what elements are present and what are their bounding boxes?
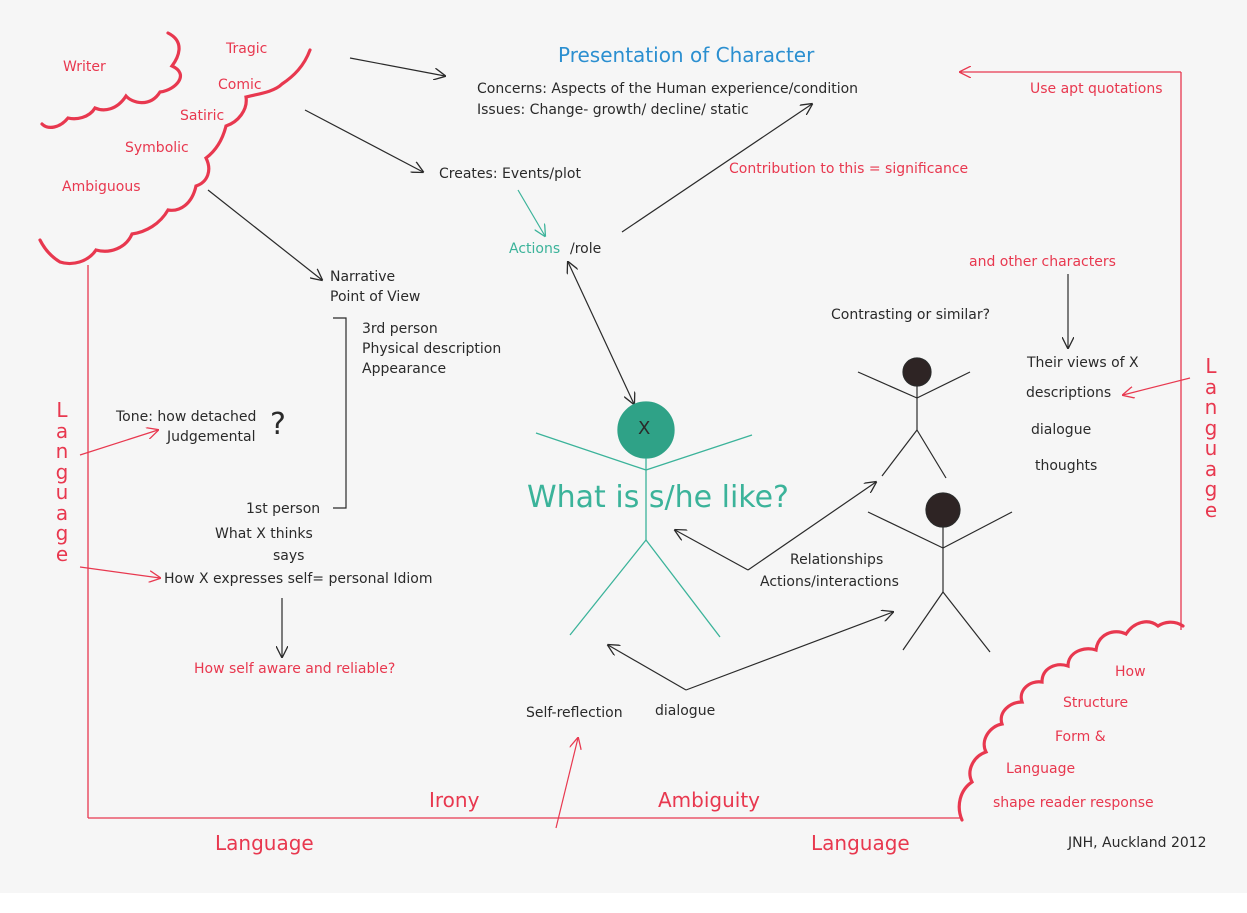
what-x-thinks-label: What X thinks	[215, 526, 313, 542]
arrow-relationships-to-x	[675, 530, 749, 571]
mode-ambiguous: Ambiguous	[62, 179, 141, 195]
first-person-label: 1st person	[246, 501, 321, 517]
arrow-relationships-to-figure-one	[747, 482, 876, 571]
mode-tragic: Tragic	[226, 41, 268, 57]
diagram-title: Presentation of Character	[558, 43, 815, 67]
x-character-label: X	[638, 418, 651, 439]
arrow-role-to-concerns	[621, 104, 812, 233]
actions-interactions-label: Actions/interactions	[760, 574, 899, 590]
tone-label: Tone: how detached	[116, 409, 257, 425]
arrow-dialogue-to-figure-two	[685, 612, 893, 691]
structure-label: Structure	[1063, 695, 1129, 711]
how-self-aware-label: How self aware and reliable?	[194, 661, 396, 677]
writer-label: Writer	[63, 59, 106, 75]
actions-label: Actions	[509, 241, 561, 257]
relationships-label: Relationships	[790, 552, 884, 568]
language-vertical-left: Language	[55, 398, 69, 566]
arrow-creates-to-actions	[517, 189, 545, 236]
dialogue-label: dialogue	[655, 703, 716, 719]
writer-scalloped-border	[38, 31, 312, 266]
physical-description-label: Physical description	[362, 341, 502, 357]
how-label: How	[1115, 664, 1146, 680]
says-label: says	[273, 548, 305, 564]
arrow-irony-to-self-reflection	[555, 738, 578, 829]
mode-symbolic: Symbolic	[125, 140, 189, 156]
arrow-dialogue-to-x	[608, 645, 687, 691]
their-views-label: Their views of X	[1027, 355, 1139, 371]
descriptions-label: descriptions	[1026, 385, 1112, 401]
judgemental-label: Judgemental	[167, 429, 256, 445]
central-character-figure	[535, 401, 753, 638]
bottom-margin	[0, 893, 1247, 913]
mode-satiric: Satiric	[180, 108, 225, 124]
self-reflection-label: Self-reflection	[526, 705, 623, 721]
language-vertical-right: Language	[1204, 354, 1218, 522]
appearance-label: Appearance	[362, 361, 447, 377]
question-mark: ?	[270, 407, 286, 442]
what-is-he-like: What is s/he like?	[527, 480, 789, 515]
arrow-writer-to-concerns	[349, 57, 445, 76]
how-x-expresses-label: How X expresses self= personal Idiom	[164, 571, 433, 587]
mode-comic: Comic	[218, 77, 262, 93]
dialogue-views-label: dialogue	[1031, 422, 1092, 438]
point-of-view-label: Point of View	[330, 289, 421, 305]
arrow-modes-to-creates	[304, 109, 423, 172]
other-character-figure-two	[867, 492, 1013, 653]
arrow-actions-to-x	[568, 262, 634, 404]
other-character-figure-one	[857, 357, 971, 479]
arrow-border-to-narrative	[207, 189, 322, 280]
arrow-language-to-views	[1123, 377, 1191, 395]
contrasting-label: Contrasting or similar?	[831, 307, 991, 323]
red-frame	[87, 72, 1182, 819]
thoughts-label: thoughts	[1035, 458, 1098, 474]
third-person-label: 3rd person	[362, 321, 438, 337]
structure-scalloped-border	[957, 620, 1185, 822]
language-bottom-left: Language	[215, 831, 314, 855]
use-apt-quotations: Use apt quotations	[1030, 81, 1163, 97]
arrow-language-to-tone	[79, 430, 158, 456]
language-bottom-right: Language	[811, 831, 910, 855]
irony-label: Irony	[429, 788, 480, 812]
contribution-significance: Contribution to this = significance	[729, 161, 969, 177]
shape-reader-response-label: shape reader response	[993, 795, 1154, 811]
narrative-label: Narrative	[330, 269, 396, 285]
concerns-line: Concerns: Aspects of the Human experienc…	[477, 81, 859, 97]
narrative-bracket	[333, 317, 347, 509]
creates-events-plot: Creates: Events/plot	[439, 166, 581, 182]
form-label: Form &	[1055, 729, 1106, 745]
arrow-language-to-idiom	[79, 566, 160, 578]
other-characters-label: and other characters	[969, 254, 1116, 270]
ambiguity-label: Ambiguity	[658, 788, 761, 812]
language-structure-label: Language	[1006, 761, 1076, 777]
issues-line: Issues: Change- growth/ decline/ static	[477, 102, 749, 118]
role-label: /role	[570, 241, 602, 257]
credit-label: JNH, Auckland 2012	[1068, 835, 1207, 851]
